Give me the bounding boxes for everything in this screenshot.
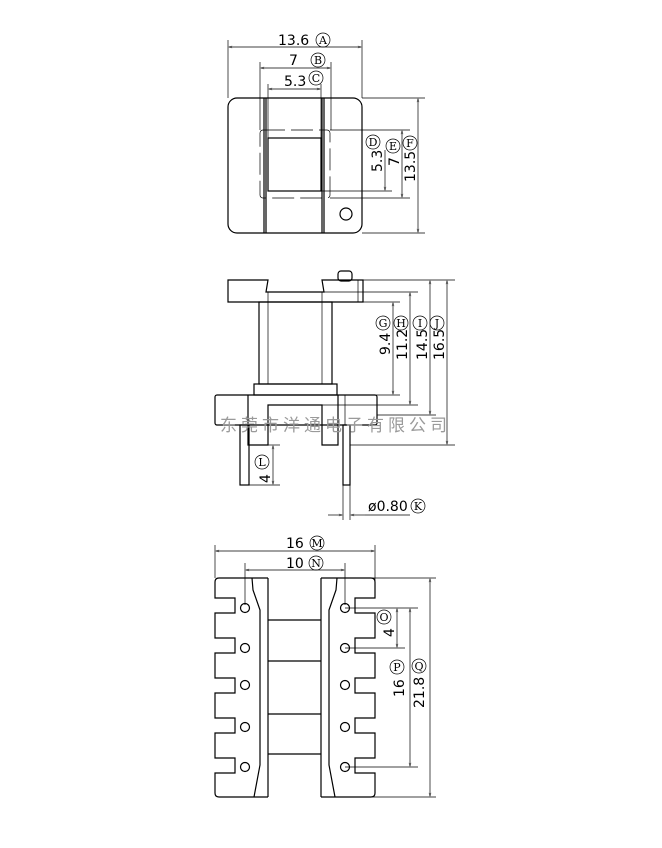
top-outline [227, 97, 363, 234]
core-outline [259, 129, 331, 199]
dim-k-label: K [414, 500, 423, 513]
dim-d-label: D [369, 136, 378, 149]
pin-hole [339, 642, 351, 654]
dim-c-value: 5.3 [284, 74, 306, 90]
dim-o-label: O [379, 611, 388, 624]
pin-right [342, 424, 351, 486]
dim-b-value: 7 [289, 53, 298, 69]
dim-a-value: 13.6 [278, 33, 309, 49]
pin-hole [239, 642, 251, 654]
pin-hole [239, 761, 251, 773]
dim-j-value: 16.5 [432, 329, 448, 360]
pin1-marker [339, 207, 353, 221]
dim-n-label: N [311, 557, 321, 570]
core-window [267, 137, 322, 192]
watermark: 东莞市洋通电子有限公司 [220, 416, 451, 436]
dim-q-label: Q [414, 660, 423, 673]
dim-q-value: 21.8 [412, 677, 428, 708]
pin-hole [239, 721, 251, 733]
dim-n-value: 10 [286, 556, 304, 572]
top-view: 13.6 A 7 B 5.3 C D E F 5.3 7 13.5 [227, 32, 425, 234]
pin-hole [339, 602, 351, 614]
pin-hole [239, 602, 251, 614]
dim-c-label: C [312, 72, 320, 85]
dim-o-value: 4 [382, 628, 398, 637]
pin-hole [339, 761, 351, 773]
winding-body [258, 301, 333, 385]
dim-m-label: M [311, 537, 322, 550]
dim-f-label: F [406, 137, 414, 150]
dim-l-value: 4 [258, 474, 274, 483]
dim-p-label: P [393, 661, 401, 674]
dim-h-label: H [396, 317, 406, 330]
dim-e-value: 7 [387, 157, 403, 166]
base-flange [214, 394, 378, 426]
pin-left [239, 424, 250, 486]
dim-p-value: 16 [392, 679, 408, 697]
pin-hole [339, 721, 351, 733]
comb-side [321, 577, 376, 798]
dim-b-label: B [314, 54, 322, 67]
dim-k-value: ø0.80 [368, 499, 408, 515]
pin-hole [339, 679, 351, 691]
dim-d-value: 5.3 [370, 150, 386, 172]
dim-i-label: I [418, 317, 422, 330]
comb-side [214, 577, 268, 798]
dim-a-label: A [318, 34, 328, 47]
dim-e-label: E [389, 140, 397, 153]
dim-j-label: J [434, 317, 439, 330]
dim-i-value: 14.5 [415, 329, 431, 360]
dim-g-value: 9.4 [378, 333, 394, 355]
side-view: G H I J 9.4 11.2 14.5 16.5 东莞市洋通电子有限公司 L… [214, 270, 455, 520]
dim-g-label: G [379, 317, 388, 330]
dim-h-value: 11.2 [395, 329, 411, 360]
pin-hole [239, 679, 251, 691]
bottom-view: 16 M 10 N O 4 P 16 Q 21.8 [214, 535, 436, 798]
dim-f-value: 13.5 [403, 151, 419, 182]
dim-m-value: 16 [286, 536, 304, 552]
top-flange [227, 279, 364, 303]
dim-l-label: L [258, 456, 266, 469]
